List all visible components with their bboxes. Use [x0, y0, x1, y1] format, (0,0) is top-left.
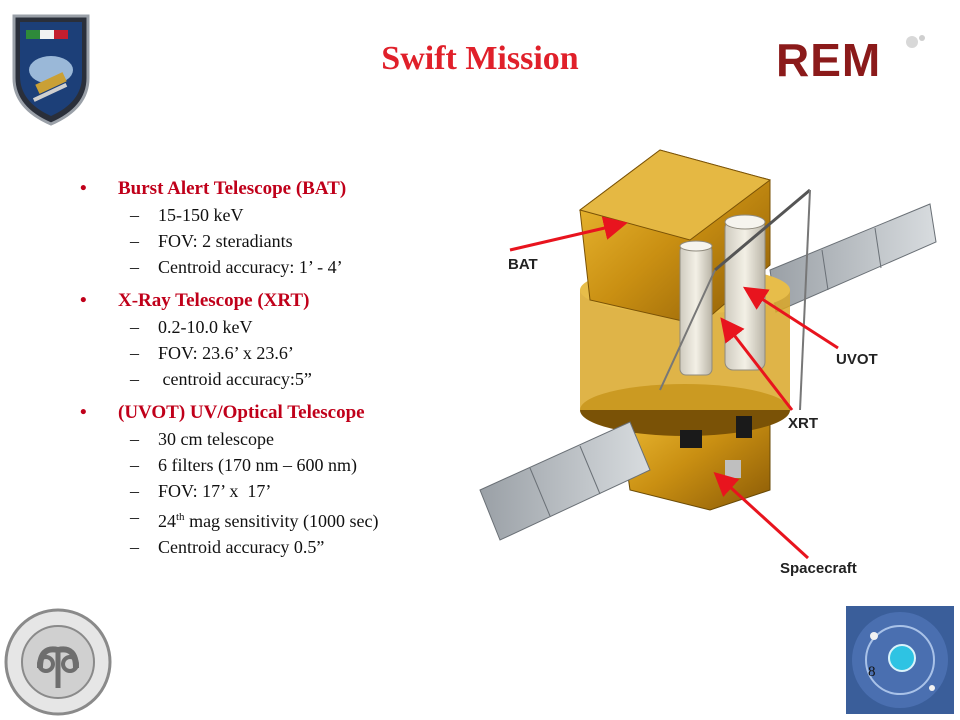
- bullet-marker: •: [80, 402, 87, 423]
- mission-patch-shield-icon: [12, 14, 90, 126]
- list-item: –24th mag sensitivity (1000 sec): [130, 507, 379, 531]
- page-number: 8: [868, 664, 876, 680]
- list-item: –0.2-10.0 keV: [130, 317, 253, 337]
- university-seal-icon: [4, 608, 112, 716]
- list-item: –15-150 keV: [130, 205, 244, 225]
- section-uvot: • (UVOT) UV/Optical Telescope –30 cm tel…: [80, 400, 480, 560]
- list-item: –6 filters (170 nm – 600 nm): [130, 455, 357, 475]
- section-heading-bat: Burst Alert Telescope (BAT): [118, 178, 347, 199]
- section-xrt: • X-Ray Telescope (XRT) –0.2-10.0 keV –F…: [80, 288, 480, 392]
- label-bat: BAT: [508, 256, 538, 273]
- label-uvot: UVOT: [836, 351, 878, 368]
- list-item: –FOV: 23.6’ x 23.6’: [130, 343, 294, 363]
- list-item: –FOV: 2 steradiants: [130, 231, 293, 251]
- slide-title: Swift Mission: [381, 40, 579, 77]
- label-spacecraft: Spacecraft: [780, 560, 857, 577]
- spacecraft-illustration: [479, 149, 937, 541]
- bullet-marker: •: [80, 290, 87, 311]
- rem-logo-text: REM: [776, 34, 881, 86]
- bullet-marker: •: [80, 178, 87, 199]
- label-xrt: XRT: [788, 415, 818, 432]
- list-item: –Centroid accuracy 0.5”: [130, 537, 325, 557]
- bullet-list: • Burst Alert Telescope (BAT) –15-150 ke…: [80, 176, 480, 568]
- list-item: –FOV: 17’ x 17’: [130, 481, 272, 501]
- section-heading-uvot: (UVOT) UV/Optical Telescope: [118, 402, 365, 423]
- rem-logo-icon: REM: [776, 34, 925, 86]
- list-item: – centroid accuracy:5”: [130, 369, 312, 389]
- section-bat: • Burst Alert Telescope (BAT) –15-150 ke…: [80, 176, 480, 280]
- section-heading-xrt: X-Ray Telescope (XRT): [118, 290, 310, 311]
- list-item: –Centroid accuracy: 1’ - 4’: [130, 257, 343, 277]
- list-item: –30 cm telescope: [130, 429, 274, 449]
- inaf-logo-icon: [846, 606, 954, 714]
